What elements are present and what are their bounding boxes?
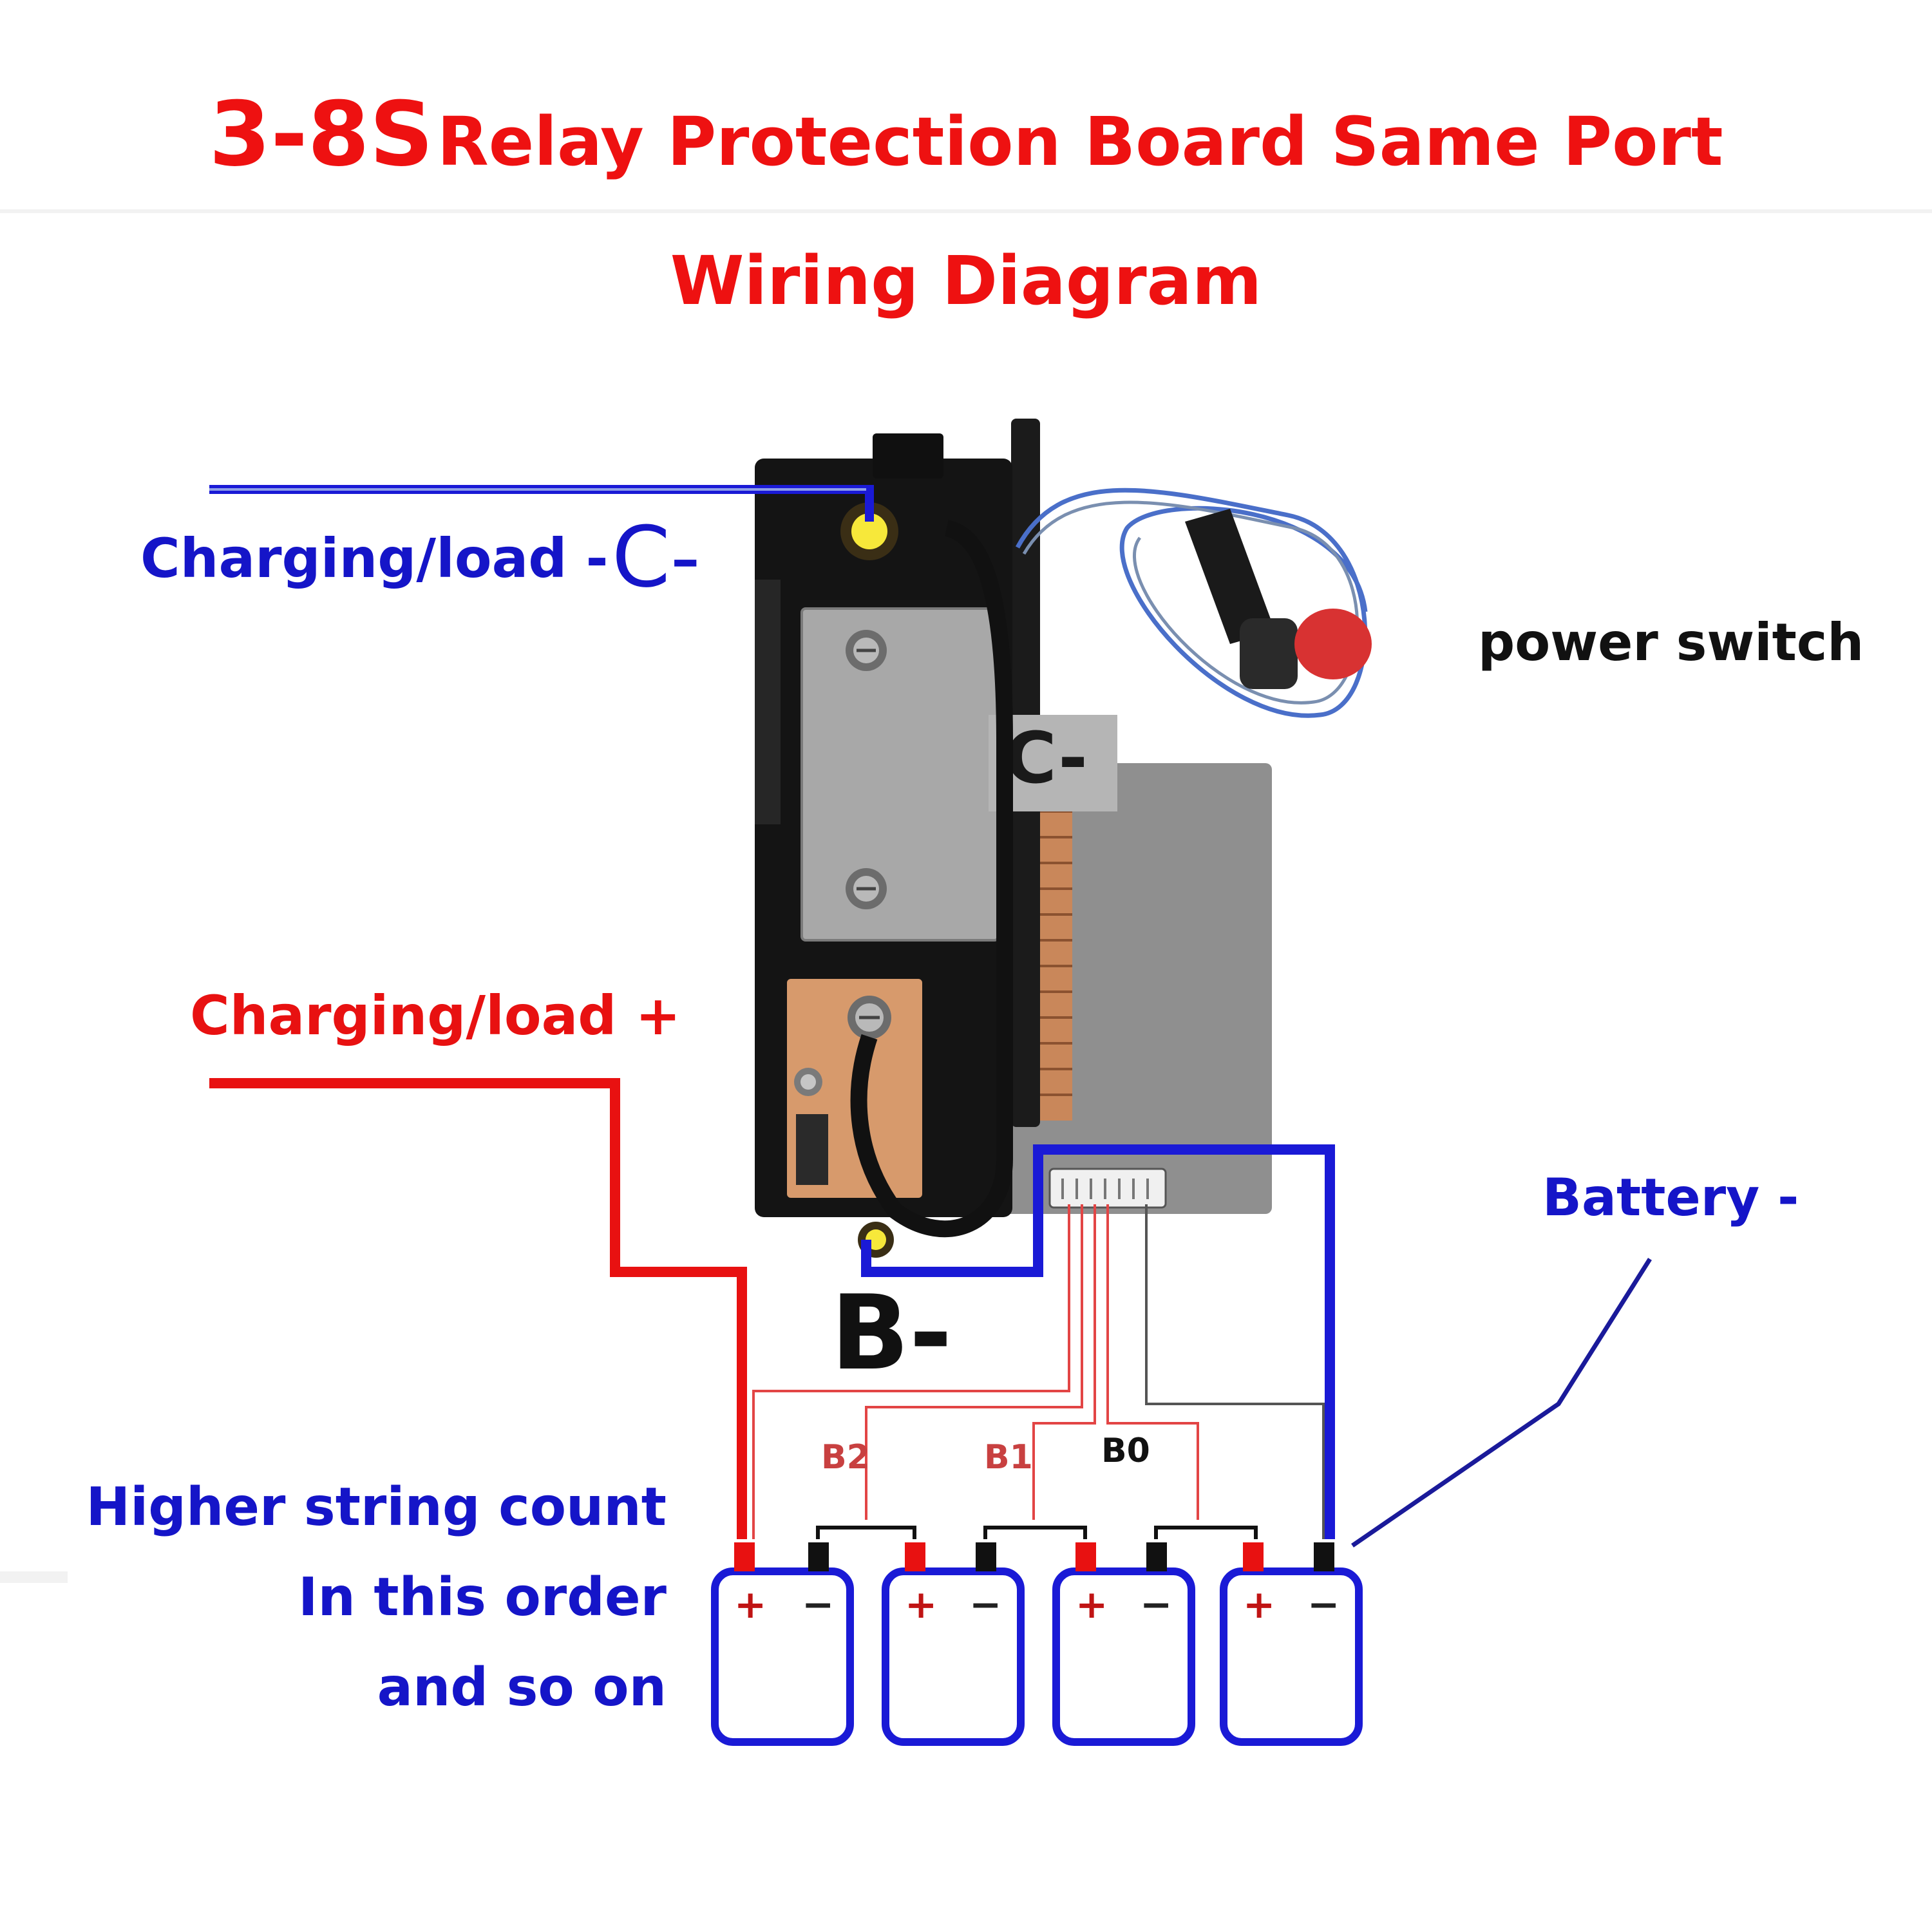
series-links <box>816 1526 1258 1539</box>
b-minus-wire <box>861 1144 1335 1539</box>
copper-screw <box>848 996 891 1039</box>
switch-body <box>1185 509 1275 644</box>
c-minus-big-label: C- <box>612 508 701 606</box>
battery-cell-2: + − <box>882 1542 1025 1746</box>
battery-pack: + − + − + − + − <box>711 1542 1363 1746</box>
protection-board: C- <box>755 419 1272 1258</box>
charging-load-minus-label: Charging/load - <box>140 527 609 590</box>
battery-3-minus: − <box>1140 1582 1172 1627</box>
relay-top-connector <box>873 433 943 478</box>
connector-pins <box>1061 1179 1149 1199</box>
b1-label: B1 <box>984 1438 1033 1477</box>
battery-2-plus: + <box>905 1582 937 1627</box>
balance-wire-b3 <box>752 1204 1070 1539</box>
battery-minus-label: Battery - <box>1542 1168 1799 1227</box>
battery-4-plus: + <box>1243 1582 1275 1627</box>
switch-collar <box>1240 618 1298 689</box>
diagram-subtitle: Wiring Diagram <box>670 242 1262 320</box>
b2-label: B2 <box>821 1438 870 1477</box>
plate-screw-bottom <box>846 868 887 909</box>
note-line-3: and so on <box>377 1657 667 1718</box>
power-switch-label: power switch <box>1478 612 1864 672</box>
diagram-title: 3-8S Relay Protection Board Same Port <box>0 90 1932 179</box>
battery-cell-4: + − <box>1220 1542 1363 1746</box>
balance-wire-black <box>1145 1204 1325 1539</box>
board-c-minus-label: C- <box>1005 717 1088 799</box>
battery-cell-3: + − <box>1052 1542 1195 1746</box>
title-series-count: 3-8S <box>209 82 434 186</box>
plate-screw-top <box>846 630 887 671</box>
balance-wire-b0 <box>1106 1204 1199 1520</box>
battery-3-plus: + <box>1075 1582 1108 1627</box>
b-minus-label: B- <box>831 1273 952 1393</box>
battery-minus-pointer <box>1351 1258 1652 1548</box>
switch-red-button <box>1294 609 1372 679</box>
c-minus-terminal <box>840 502 898 560</box>
grey-terminal-plate <box>800 607 999 942</box>
small-screw <box>794 1068 822 1096</box>
c-plus-wire <box>209 1078 747 1539</box>
b0-label: B0 <box>1101 1432 1150 1470</box>
battery-2-minus: − <box>969 1582 1001 1627</box>
header-divider <box>0 209 1932 213</box>
balance-wire-b1 <box>1032 1204 1096 1520</box>
charging-load-plus-label: Charging/load + <box>190 984 681 1047</box>
note-line-2: In this order <box>298 1567 667 1628</box>
relay-side-rib <box>755 580 781 824</box>
battery-4-minus: − <box>1307 1582 1340 1627</box>
title-board-name: Relay Protection Board Same Port <box>437 102 1723 181</box>
note-line-1: Higher string count <box>86 1477 667 1538</box>
power-switch <box>1015 488 1372 718</box>
left-shadow <box>0 1571 68 1583</box>
terminal-block <box>796 1114 828 1185</box>
relay-coil-cable <box>850 520 1013 1238</box>
battery-1-plus: + <box>734 1582 766 1627</box>
balance-harness <box>752 1204 1325 1539</box>
battery-cell-1: + − <box>711 1542 854 1746</box>
balance-wire-b2 <box>865 1204 1083 1520</box>
battery-1-minus: − <box>802 1582 834 1627</box>
